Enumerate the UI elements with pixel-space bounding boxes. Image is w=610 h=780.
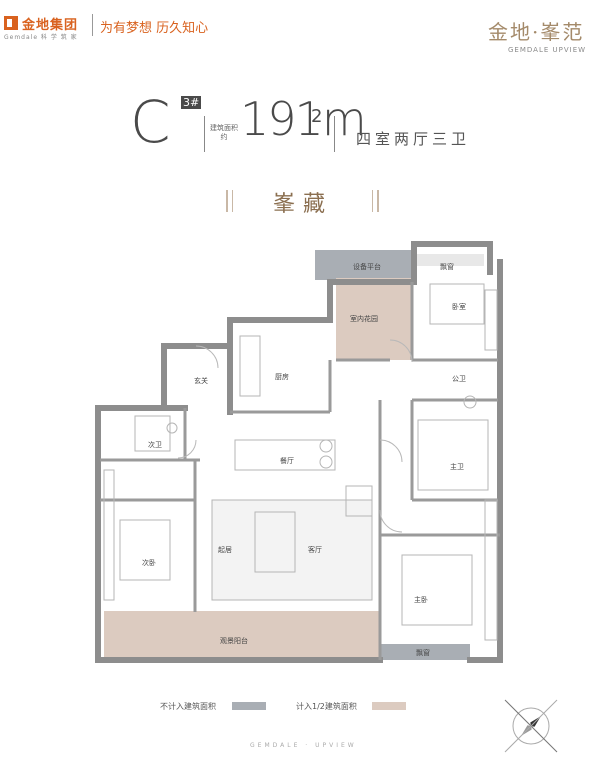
top-bay-window-area bbox=[412, 254, 484, 266]
compass-icon bbox=[504, 699, 558, 753]
name-bar-left bbox=[226, 190, 228, 212]
room-view-balcony: 观景阳台 bbox=[220, 637, 248, 645]
brand-tagline: Gemdale 科 学 筑 家 bbox=[4, 34, 78, 41]
room-living-left: 起居 bbox=[218, 546, 232, 554]
brand-logo-icon bbox=[4, 16, 18, 30]
building-tag: 3# bbox=[181, 96, 202, 109]
brand-name: 金地集团 bbox=[22, 18, 79, 33]
room-bedroom-top: 卧室 bbox=[452, 303, 466, 311]
name-bar-right-thin bbox=[372, 190, 373, 212]
name-bar-left-thin bbox=[232, 190, 233, 212]
title-divider bbox=[334, 116, 335, 152]
room-foyer: 玄关 bbox=[194, 377, 208, 385]
project-name-en: GEMDALE UPVIEW bbox=[508, 46, 587, 54]
room-kitchen: 厨房 bbox=[275, 373, 289, 381]
name-bar-right bbox=[377, 190, 379, 212]
unit-type-letter: C bbox=[130, 88, 171, 156]
area-label: 建筑面积约 bbox=[210, 124, 238, 141]
header-divider bbox=[92, 14, 93, 36]
area-unit-superscript: 2 bbox=[311, 106, 323, 127]
legend-half-counted-swatch bbox=[372, 702, 406, 710]
bottom-bay-window-area bbox=[380, 644, 470, 660]
footer-watermark: GEMDALE · UPVIEW bbox=[250, 742, 357, 749]
area-value: 191m bbox=[240, 92, 367, 146]
legend-not-counted-swatch bbox=[232, 702, 266, 710]
layout-description: 四室两厅三卫 bbox=[356, 130, 471, 148]
room-indoor-garden: 室内花园 bbox=[350, 315, 378, 323]
room-second-bedroom: 次卧 bbox=[142, 559, 156, 567]
unit-name-block: 峯藏 bbox=[226, 184, 380, 217]
title-divider bbox=[204, 116, 205, 152]
room-living: 客厅 bbox=[308, 546, 322, 554]
equipment-platform-area bbox=[315, 250, 415, 280]
legend-not-counted-label: 不计入建筑面积 bbox=[160, 702, 216, 711]
indoor-garden-area bbox=[336, 278, 412, 360]
room-second-bath: 次卫 bbox=[148, 441, 162, 449]
project-name: 金地·峯范 bbox=[488, 20, 585, 44]
room-bottom-bay-window: 飘窗 bbox=[416, 649, 430, 657]
room-dining: 餐厅 bbox=[280, 457, 294, 465]
room-master-bath: 主卫 bbox=[450, 463, 464, 471]
unit-name: 峯藏 bbox=[272, 192, 333, 217]
room-top-bay-window: 飘窗 bbox=[440, 263, 454, 271]
view-balcony-area bbox=[104, 611, 380, 657]
legend-half-counted-label: 计入1/2建筑面积 bbox=[296, 702, 357, 711]
room-public-bath: 公卫 bbox=[452, 375, 466, 383]
room-equipment-platform: 设备平台 bbox=[353, 263, 381, 271]
room-master-bedroom: 主卧 bbox=[414, 596, 428, 604]
slogan: 为有梦想 历久知心 bbox=[100, 21, 209, 36]
